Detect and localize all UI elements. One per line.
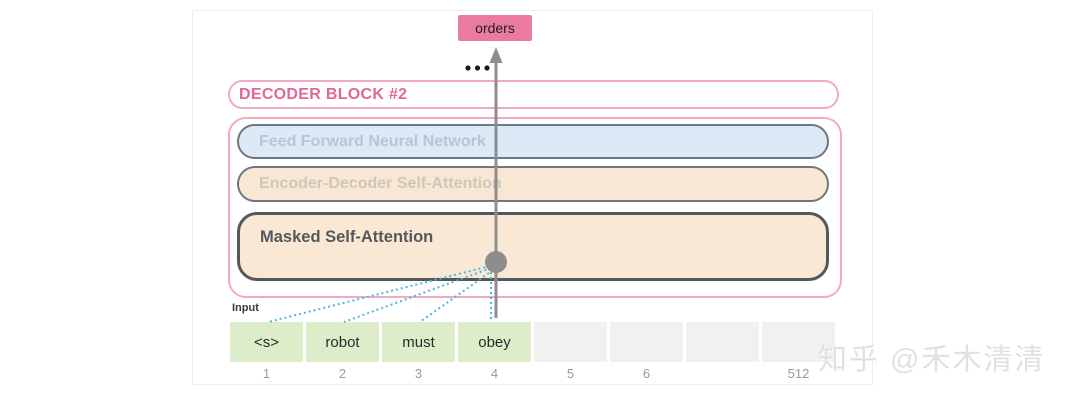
input-token-cell: robot — [306, 322, 379, 362]
layer-feed-forward-label: Feed Forward Neural Network — [259, 132, 486, 150]
input-token-cell — [686, 322, 759, 362]
position-number: 5 — [566, 365, 575, 381]
token-text: must — [402, 333, 435, 351]
input-label: Input — [232, 302, 259, 314]
layer-encoder-decoder-attention: Encoder-Decoder Self-Attention — [237, 166, 829, 202]
layer-masked-self-attention: Masked Self-Attention — [237, 212, 829, 281]
token-text: robot — [325, 333, 360, 351]
layer-encoder-decoder-attention-label: Encoder-Decoder Self-Attention — [259, 175, 502, 192]
layer-feed-forward: Feed Forward Neural Network — [237, 124, 829, 159]
position-number: 4 — [490, 365, 499, 381]
input-token-cell: obey — [458, 322, 531, 362]
layer-masked-self-attention-label: Masked Self-Attention — [260, 228, 434, 246]
input-token-row: <s> robot must obey — [230, 322, 835, 362]
decoder-block-title: DECODER BLOCK #2 — [239, 85, 408, 103]
position-number: 512 — [787, 365, 810, 381]
input-token-cell — [534, 322, 607, 362]
output-token-box: orders — [458, 15, 532, 41]
input-token-cell: <s> — [230, 322, 303, 362]
input-token-cell — [762, 322, 835, 362]
input-token-cell — [610, 322, 683, 362]
position-number — [686, 364, 759, 382]
input-token-cell: must — [382, 322, 455, 362]
token-text: obey — [478, 333, 511, 351]
position-number-row: 1 2 3 4 5 6 512 — [230, 364, 835, 382]
decoder-block-title-pill: DECODER BLOCK #2 — [228, 80, 839, 109]
watermark-text: 知乎 @禾木清清 — [818, 344, 1046, 376]
token-text: <s> — [253, 333, 280, 351]
position-number: 3 — [414, 365, 423, 381]
position-number: 2 — [338, 365, 347, 381]
position-number: 1 — [262, 365, 271, 381]
position-number: 6 — [642, 365, 651, 381]
output-token-label: orders — [475, 20, 515, 36]
